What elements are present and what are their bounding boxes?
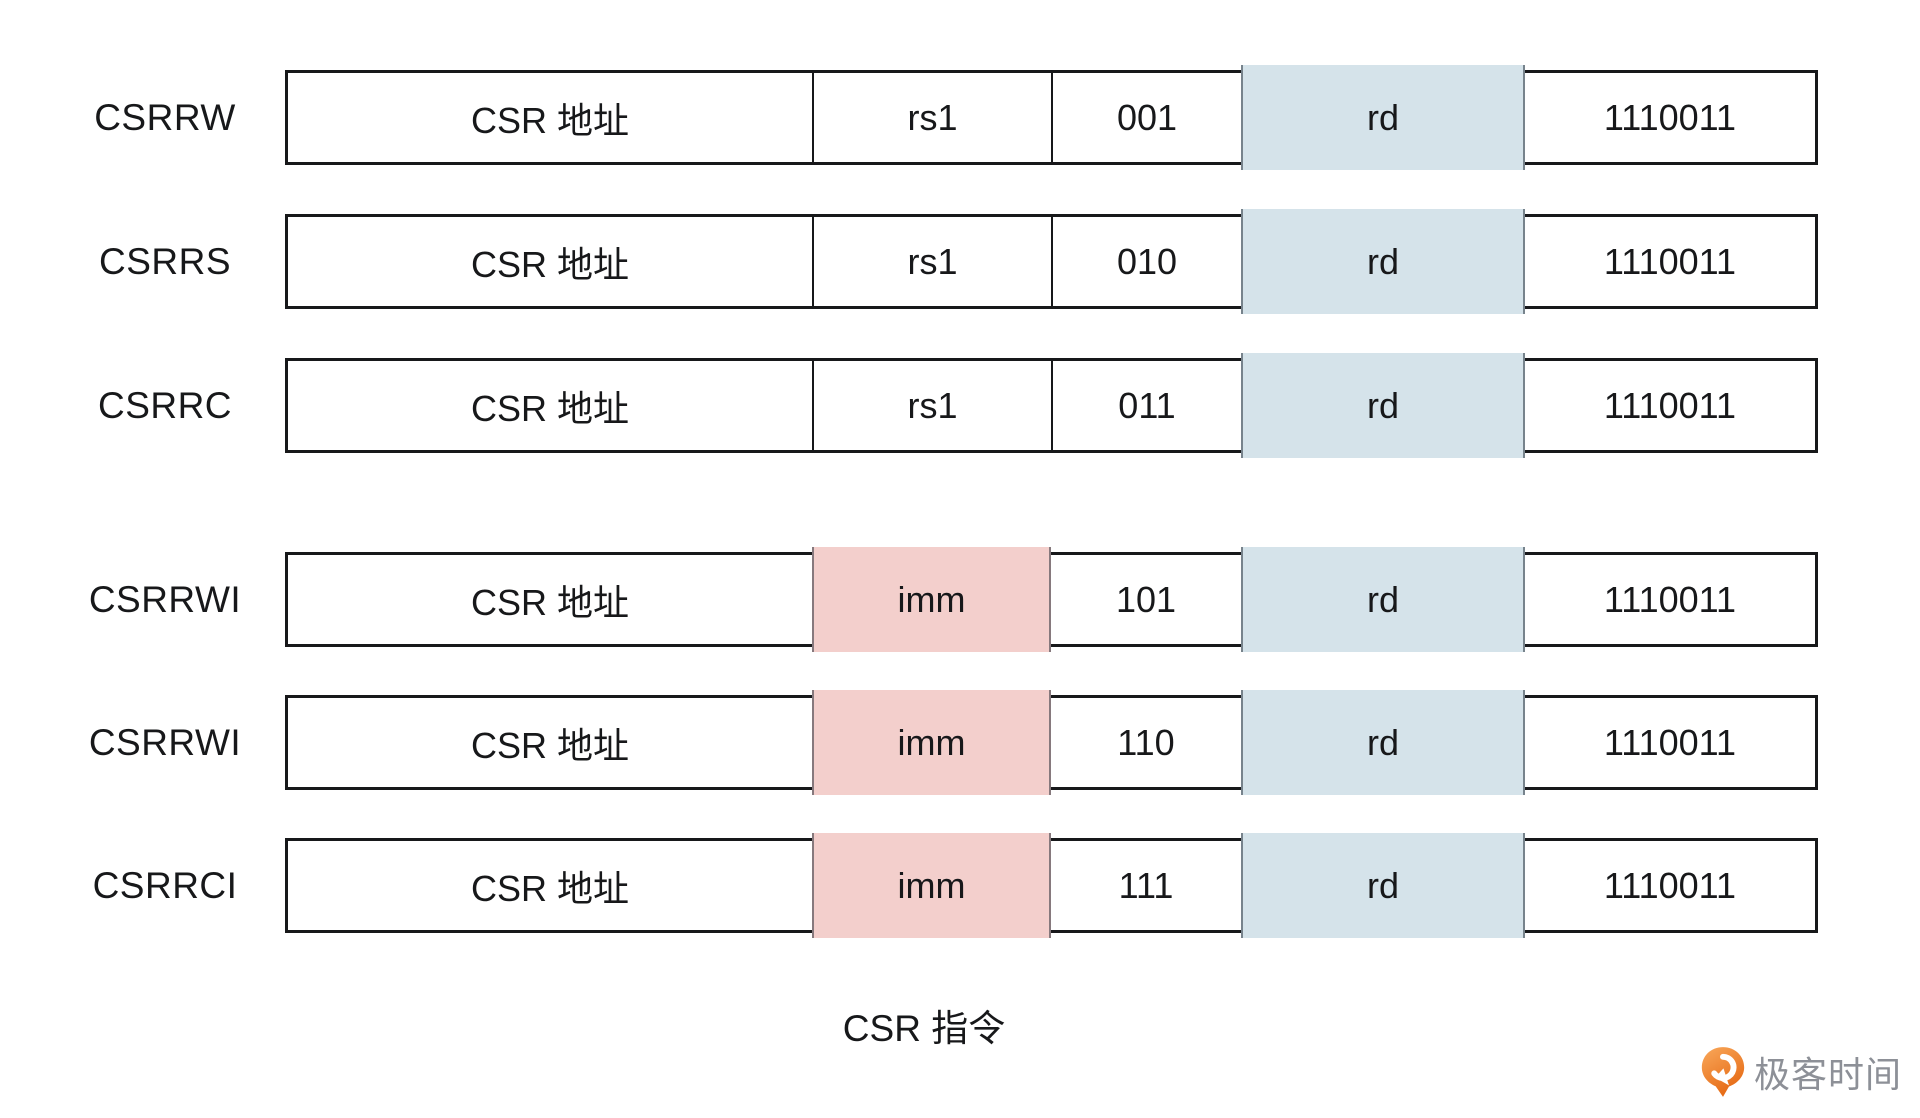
field-funct3: 111 xyxy=(1118,864,1174,906)
instruction-row-csrrc: CSRRC CSR 地址 rs1 011 rd 1110011 xyxy=(0,353,1920,458)
field-csr-address: CSR 地址 xyxy=(470,867,629,909)
field-csr-address: CSR 地址 xyxy=(470,724,629,766)
field-imm: imm xyxy=(812,833,1051,938)
field-funct3: 011 xyxy=(1051,361,1241,450)
instruction-name: CSRRW xyxy=(94,96,236,138)
field-opcode: 1110011 xyxy=(1603,96,1737,138)
field-rd: rd xyxy=(1241,690,1525,795)
field-opcode: 1110011 xyxy=(1603,864,1737,906)
field-rd: rd xyxy=(1241,547,1525,652)
instruction-encoding: CSR 地址 imm 111 rd 1110011 xyxy=(285,833,1818,938)
geektime-pin-icon xyxy=(1701,1047,1745,1097)
instruction-encoding: CSR 地址 rs1 010 rd 1110011 xyxy=(285,209,1818,314)
brand-name: 极客时间 xyxy=(1754,1054,1903,1095)
field-funct3: 110 xyxy=(1117,721,1175,763)
field-opcode: 1110011 xyxy=(1603,578,1737,620)
field-imm: imm xyxy=(812,690,1051,795)
field-funct3: 001 xyxy=(1051,73,1241,162)
instruction-name: CSRRCI xyxy=(92,864,238,906)
instruction-name: CSRRC xyxy=(97,384,233,426)
field-rd: rd xyxy=(1241,65,1525,170)
field-csr-address: CSR 地址 xyxy=(470,99,629,141)
instruction-encoding: CSR 地址 imm 101 rd 1110011 xyxy=(285,547,1818,652)
instruction-row-csrrwi-2: CSRRWI CSR 地址 imm 110 rd 1110011 xyxy=(0,690,1920,795)
field-imm: imm xyxy=(812,547,1051,652)
field-csr-address: CSR 地址 xyxy=(470,581,629,623)
field-opcode: 1110011 xyxy=(1603,721,1737,763)
instruction-name: CSRRWI xyxy=(88,721,242,763)
field-csr-address: CSR 地址 xyxy=(470,387,629,429)
instruction-row-csrrw: CSRRW CSR 地址 rs1 001 rd 1110011 xyxy=(0,65,1920,170)
field-funct3: 010 xyxy=(1051,217,1241,306)
field-rs1: rs1 xyxy=(812,217,1051,306)
instruction-row-csrrs: CSRRS CSR 地址 rs1 010 rd 1110011 xyxy=(0,209,1920,314)
instruction-name: CSRRS xyxy=(98,240,232,282)
figure-caption: CSR 指令 xyxy=(842,1008,1006,1049)
field-rd: rd xyxy=(1241,209,1525,314)
field-opcode: 1110011 xyxy=(1603,384,1737,426)
instruction-encoding: CSR 地址 rs1 011 rd 1110011 xyxy=(285,353,1818,458)
instruction-row-csrrwi: CSRRWI CSR 地址 imm 101 rd 1110011 xyxy=(0,547,1920,652)
field-rs1: rs1 xyxy=(812,73,1051,162)
field-funct3: 101 xyxy=(1115,578,1177,620)
field-rs1: rs1 xyxy=(812,361,1051,450)
brand-watermark: 极客时间 xyxy=(1700,1046,1902,1098)
field-rd: rd xyxy=(1241,353,1525,458)
instruction-encoding: CSR 地址 rs1 001 rd 1110011 xyxy=(285,65,1818,170)
field-opcode: 1110011 xyxy=(1603,240,1737,282)
field-rd: rd xyxy=(1241,833,1525,938)
instruction-encoding: CSR 地址 imm 110 rd 1110011 xyxy=(285,690,1818,795)
field-csr-address: CSR 地址 xyxy=(470,243,629,285)
instruction-name: CSRRWI xyxy=(88,578,242,620)
instruction-row-csrrci: CSRRCI CSR 地址 imm 111 rd 1110011 xyxy=(0,833,1920,938)
